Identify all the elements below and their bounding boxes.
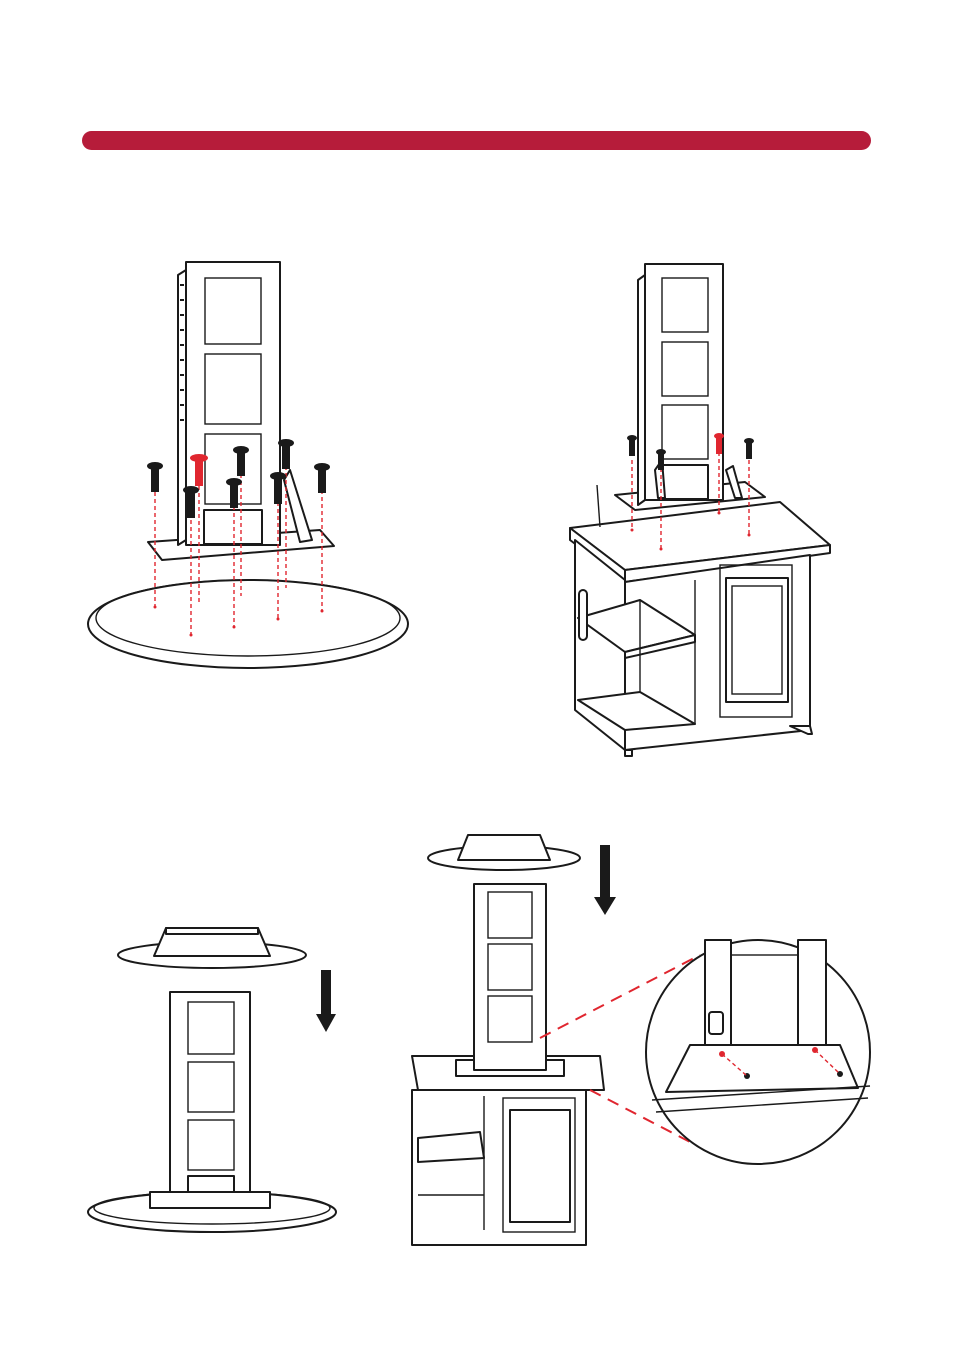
oval-base — [88, 580, 408, 668]
magnifier-detail — [646, 940, 870, 1164]
figure-frame-on-oval-base — [88, 262, 408, 668]
figure-frame-on-cabinet — [570, 264, 830, 756]
down-arrow-icon — [316, 970, 336, 1032]
figure-top-onto-frame — [88, 928, 336, 1232]
down-arrow-icon — [594, 845, 616, 915]
figure-top-onto-cabinet-frame — [412, 835, 870, 1245]
